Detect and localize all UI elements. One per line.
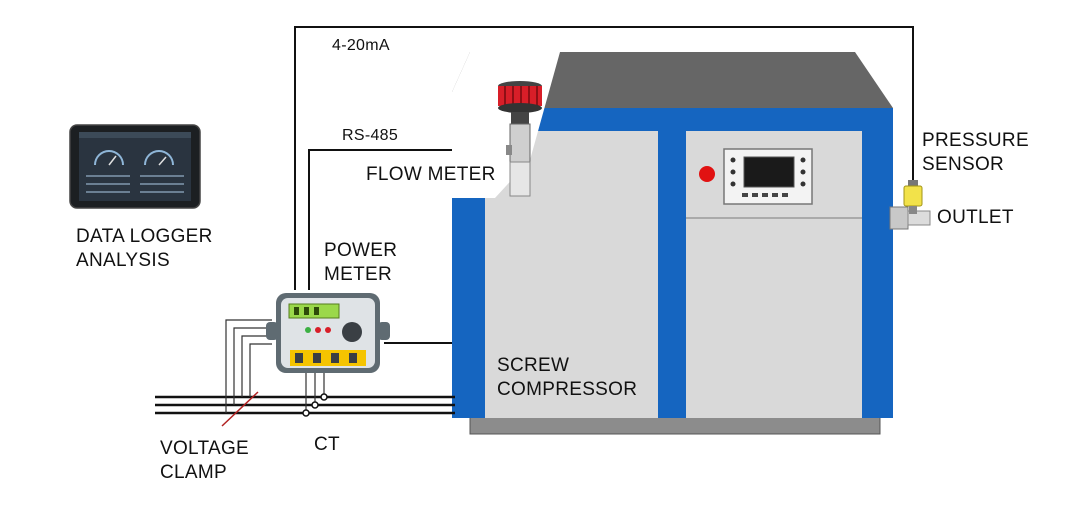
control-panel-icon [723, 148, 813, 205]
label-outlet: OUTLET [937, 207, 1014, 228]
indicator-light [699, 166, 715, 182]
label-voltage-clamp-line2: CLAMP [160, 462, 227, 483]
outlet-pipe [889, 206, 931, 230]
label-power-meter-line2: METER [324, 264, 392, 285]
label-data-logger-line2: ANALYSIS [76, 250, 170, 271]
air-filter-icon [498, 81, 542, 124]
gauge-icon [94, 150, 174, 166]
signal-wires [294, 26, 914, 344]
label-compressor-line2: COMPRESSOR [497, 379, 638, 400]
voltage-clamp-leads [225, 319, 272, 413]
ct-clamps [302, 393, 328, 417]
tablet-icon [69, 124, 201, 209]
voltage-clamp-marker [221, 391, 259, 427]
label-rs485: RS-485 [342, 127, 399, 144]
label-data-logger-line1: DATA LOGGER [76, 226, 213, 247]
label-pressure-sensor-line2: SENSOR [922, 154, 1005, 175]
label-compressor-line1: SCREW [497, 355, 570, 376]
power-meter-icon [266, 293, 390, 373]
ct-leads [305, 372, 325, 413]
label-flow-meter: FLOW METER [366, 164, 496, 185]
flow-meter-icon [506, 123, 531, 197]
wire-4-20ma [294, 26, 914, 290]
compressor-roof [452, 52, 893, 108]
pressure-sensor-icon [903, 180, 923, 214]
label-4-20ma: 4-20mA [332, 37, 390, 54]
screw-compressor [452, 52, 931, 435]
label-ct: CT [314, 434, 340, 455]
label-voltage-clamp-line1: VOLTAGE [160, 438, 250, 459]
label-pressure-sensor-line1: PRESSURE [922, 130, 1029, 151]
label-power-meter-line1: POWER [324, 240, 398, 261]
wire-rs485 [308, 149, 508, 290]
